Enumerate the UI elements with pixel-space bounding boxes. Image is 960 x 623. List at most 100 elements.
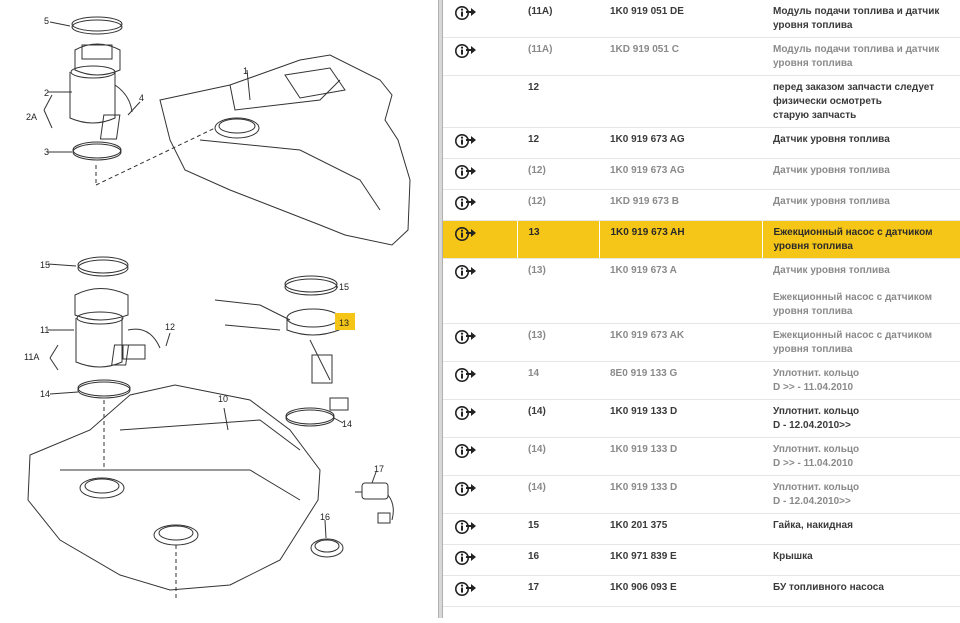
part-description: Крышка [762, 545, 960, 576]
info-arrow-icon[interactable] [455, 226, 477, 242]
part-number: 1K0 919 133 D [599, 400, 762, 438]
description-line: D - 12.04.2010>> [773, 419, 960, 433]
callout-4[interactable]: 4 [139, 93, 144, 103]
part-number: 1K0 919 673 AG [599, 128, 762, 159]
callout-11[interactable]: 11 [40, 325, 49, 335]
part-number: 1K0 919 673 AK [599, 324, 762, 362]
description-line: Уплотнит. кольцо [773, 443, 960, 457]
part-number: 1KD 919 673 B [599, 190, 762, 221]
part-description: Датчик уровня топлива [762, 190, 960, 221]
item-number: (11A) [517, 38, 599, 76]
info-cell [443, 38, 517, 76]
callout-14[interactable]: 14 [40, 389, 50, 399]
description-line: Крышка [773, 550, 960, 564]
info-cell [443, 362, 517, 400]
callout-3[interactable]: 3 [44, 147, 49, 157]
item-number: (14) [517, 438, 599, 476]
description-line: Модуль подачи топлива и датчик [773, 43, 960, 57]
info-cell [443, 190, 517, 221]
description-line: Ежекционный насос с датчиком [773, 329, 960, 343]
info-cell [443, 76, 517, 128]
description-line: D - 12.04.2010>> [773, 495, 960, 509]
part-description: Гайка, накидная [762, 514, 960, 545]
description-line: БУ топливного насоса [773, 581, 960, 595]
part-number: 1K0 919 673 AH [599, 221, 762, 259]
info-arrow-icon[interactable] [455, 443, 477, 459]
callout-13[interactable]: 13 [339, 318, 349, 328]
callout-14-right[interactable]: 14 [342, 419, 352, 429]
item-number: 13 [517, 221, 599, 259]
description-line: уровня топлива [773, 19, 960, 33]
part-number: 1K0 919 673 A [599, 259, 762, 324]
item-number: 17 [517, 576, 599, 607]
info-arrow-icon[interactable] [455, 133, 477, 149]
item-number: (13) [517, 324, 599, 362]
exploded-view-drawing: 5 2 2A 4 3 1 15 11 11A 12 14 13 15 10 14… [0, 0, 438, 618]
info-cell [443, 514, 517, 545]
callout-5[interactable]: 5 [44, 16, 49, 26]
info-arrow-icon[interactable] [455, 43, 477, 59]
info-cell [443, 576, 517, 607]
callout-11a[interactable]: 11A [24, 352, 39, 362]
info-arrow-icon[interactable] [455, 481, 477, 497]
info-arrow-icon[interactable] [455, 519, 477, 535]
callout-15-right[interactable]: 15 [339, 282, 349, 292]
item-number: 15 [517, 514, 599, 545]
info-arrow-icon[interactable] [455, 264, 477, 280]
description-line: Уплотнит. кольцо [773, 481, 960, 495]
callout-12[interactable]: 12 [165, 322, 175, 332]
callout-15[interactable]: 15 [40, 260, 50, 270]
info-arrow-icon[interactable] [455, 367, 477, 383]
item-number: (12) [517, 190, 599, 221]
callout-1[interactable]: 1 [243, 66, 248, 76]
description-line: уровня топлива [773, 57, 960, 71]
item-number: (11A) [517, 0, 599, 38]
info-cell [443, 545, 517, 576]
callout-2a[interactable]: 2A [26, 112, 37, 122]
callout-17[interactable]: 17 [374, 464, 384, 474]
info-arrow-icon[interactable] [455, 550, 477, 566]
part-number: 1K0 201 375 [599, 514, 762, 545]
info-arrow-icon[interactable] [455, 5, 477, 21]
info-arrow-icon[interactable] [455, 195, 477, 211]
info-arrow-icon[interactable] [455, 405, 477, 421]
description-line: Ежекционный насос с датчиком [774, 226, 960, 240]
info-arrow-icon[interactable] [455, 164, 477, 180]
description-line: D >> - 11.04.2010 [773, 381, 960, 395]
parts-row[interactable]: (12)1KD 919 673 B Датчик уровня топлива [443, 190, 960, 221]
description-line: Уплотнит. кольцо [773, 405, 960, 419]
description-line: уровня топлива [774, 240, 960, 254]
callout-10[interactable]: 10 [218, 394, 228, 404]
part-number: 1K0 906 093 E [599, 576, 762, 607]
info-arrow-icon[interactable] [455, 329, 477, 345]
callout-16[interactable]: 16 [320, 512, 330, 522]
info-cell [443, 0, 517, 38]
description-line: Датчик уровня топлива [773, 195, 960, 209]
info-cell [443, 476, 517, 514]
info-arrow-icon[interactable] [455, 581, 477, 597]
callout-2[interactable]: 2 [44, 88, 49, 98]
description-line: Датчик уровня топлива [773, 164, 960, 178]
info-cell [443, 221, 517, 259]
